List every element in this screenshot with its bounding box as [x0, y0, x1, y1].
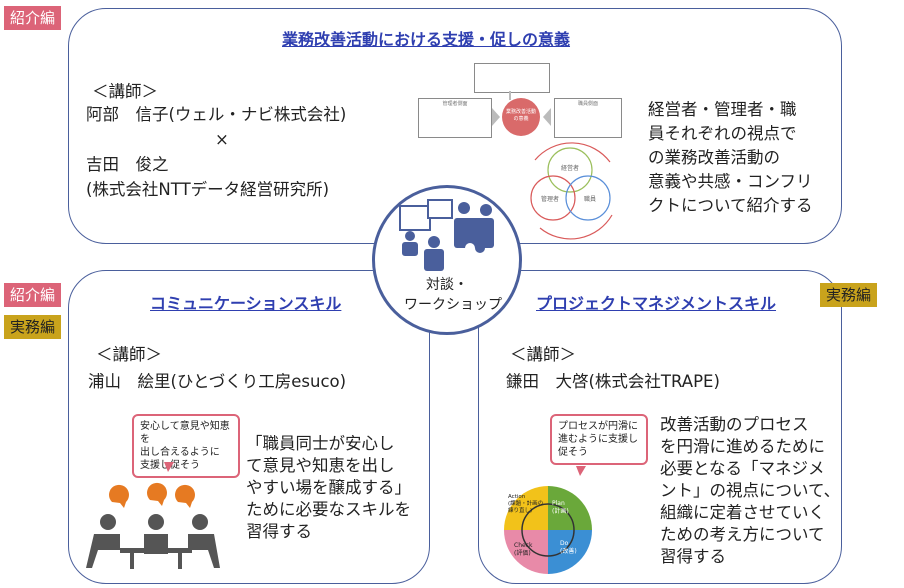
- br-description: 改善活動のプロセス を円滑に進めるために 必要となる「マネジメ ント」の視点につ…: [660, 414, 840, 568]
- br-lecturer-label: ＜講師＞: [510, 345, 576, 364]
- top-lecturer-1: 阿部 信子(ウェル・ナビ株式会社): [86, 105, 347, 124]
- venn-circle-1: [547, 147, 593, 193]
- fig-right-box: 職員側面: [554, 98, 622, 138]
- top-desc-line: の業務改善活動の: [648, 148, 780, 167]
- bl-desc-line: 習得する: [246, 522, 312, 541]
- meeting-icon: [399, 199, 494, 271]
- br-desc-line: 必要となる「マネジメ: [660, 459, 825, 478]
- pdca-plan-quadrant: [548, 486, 592, 530]
- fig-center-label: 業務改善活動の意義: [505, 109, 536, 122]
- pdca-check-label: Check (評価): [514, 542, 533, 557]
- bl-bubble-line: 出し合えるように: [140, 447, 220, 458]
- top-title: 業務改善活動における支援・促しの意義: [282, 30, 571, 49]
- bl-lecturer: 浦山 絵里(ひとづくり工房esuco): [88, 372, 347, 391]
- br-desc-line: を円滑に進めるために: [660, 437, 825, 456]
- top-lecturer-2-org: (株式会社NTTデータ経営研究所): [86, 180, 330, 199]
- pdca-action-label: Action (課題・計画の 練り直し): [508, 494, 544, 514]
- bl-desc-line: やすい場を醸成する」: [246, 478, 411, 497]
- br-desc-line: ための考え方について: [660, 525, 825, 544]
- center-label-1: 対談・: [426, 277, 468, 293]
- br-speech-bubble: プロセスが円滑に 進むように支援し 促そう: [550, 414, 648, 465]
- br-desc-line: 改善活動のプロセス: [660, 415, 809, 434]
- fig-center-circle: [502, 98, 540, 136]
- br-lecturer: 鎌田 大啓(株式会社TRAPE): [506, 372, 720, 391]
- communication-panel: [68, 270, 430, 584]
- br-bubble-line: 進むように支援し: [558, 434, 638, 445]
- fig-arrow-right: [543, 108, 551, 126]
- fig-top-box: [474, 63, 550, 93]
- br-bubble-line: プロセスが円滑に: [558, 421, 638, 432]
- venn-label-3: 職員: [584, 196, 597, 203]
- practice-tag-bottom-left: 実務編: [4, 315, 62, 339]
- times-sign: ×: [215, 130, 229, 149]
- top-desc-line: 員それぞれの視点で: [648, 124, 797, 143]
- pdca-check-quadrant: [504, 530, 548, 574]
- top-lecturer-2-name: 吉田 俊之: [86, 155, 169, 174]
- top-lecturer-label: ＜講師＞: [92, 82, 158, 101]
- fig-left-box: 管理者側面: [418, 98, 492, 138]
- communication-title: コミュニケーションスキル: [150, 294, 342, 313]
- venn-circle-3: [565, 175, 611, 221]
- bl-desc-line: 「職員同士が安心し: [246, 434, 395, 453]
- br-bubble-line: 促そう: [558, 447, 588, 458]
- bl-description: 「職員同士が安心し て意見や知恵を出し やすい場を醸成する」 ために必要なスキル…: [246, 433, 411, 543]
- practice-tag-bottom-right: 実務編: [820, 283, 878, 307]
- pdca-do-label: Do (改善): [560, 540, 577, 555]
- pdca-plan-label: Plan (計画): [552, 500, 569, 515]
- venn-arc-bottom: [539, 214, 613, 240]
- top-desc-line: クトについて紹介する: [648, 196, 813, 215]
- discussion-people-icon: [86, 462, 220, 569]
- fig-arrow-left: [492, 108, 500, 126]
- venn-label-2: 管理者: [541, 196, 560, 203]
- project-management-title: プロジェクトマネジメントスキル: [536, 294, 777, 313]
- venn-label-1: 経営者: [561, 165, 580, 172]
- top-description: 経営者・管理者・職 員それぞれの視点で の業務改善活動の 意義や共感・コンフリ …: [648, 98, 813, 218]
- br-desc-line: 習得する: [660, 547, 726, 566]
- center-label-2: ワークショップ: [404, 297, 502, 313]
- bl-desc-line: ために必要なスキルを: [246, 500, 411, 519]
- br-desc-line: 組織に定着させていく: [660, 503, 825, 522]
- intro-tag-bottom-left: 紹介編: [4, 283, 62, 307]
- venn-circle-2: [530, 175, 576, 221]
- top-desc-line: 意義や共感・コンフリ: [648, 172, 813, 191]
- bl-bubble-line: 安心して意見や知恵を: [140, 421, 230, 445]
- venn-arc-top: [534, 142, 611, 163]
- br-desc-line: ント」の視点について、: [660, 481, 841, 500]
- pdca-action-quadrant: [504, 486, 548, 530]
- bl-desc-line: て意見や知恵を出し: [246, 456, 395, 475]
- bl-lecturer-label: ＜講師＞: [96, 345, 162, 364]
- pdca-cycle-icon: [504, 466, 592, 574]
- pdca-do-quadrant: [548, 530, 592, 574]
- intro-tag-top: 紹介編: [4, 6, 62, 30]
- top-desc-line: 経営者・管理者・職: [648, 100, 797, 119]
